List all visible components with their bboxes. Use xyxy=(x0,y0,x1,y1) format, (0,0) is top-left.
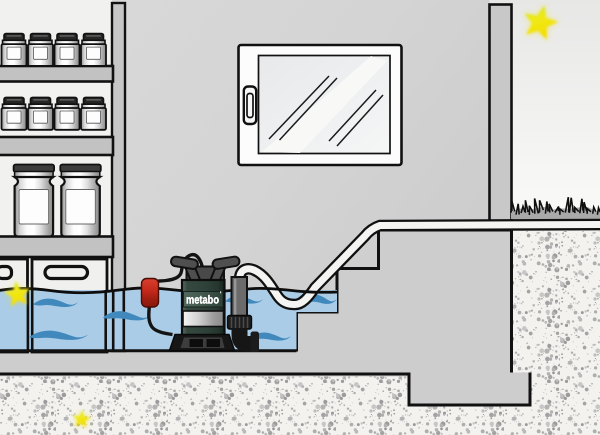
svg-text:': ' xyxy=(220,290,222,299)
svg-text:metabo: metabo xyxy=(186,294,219,307)
